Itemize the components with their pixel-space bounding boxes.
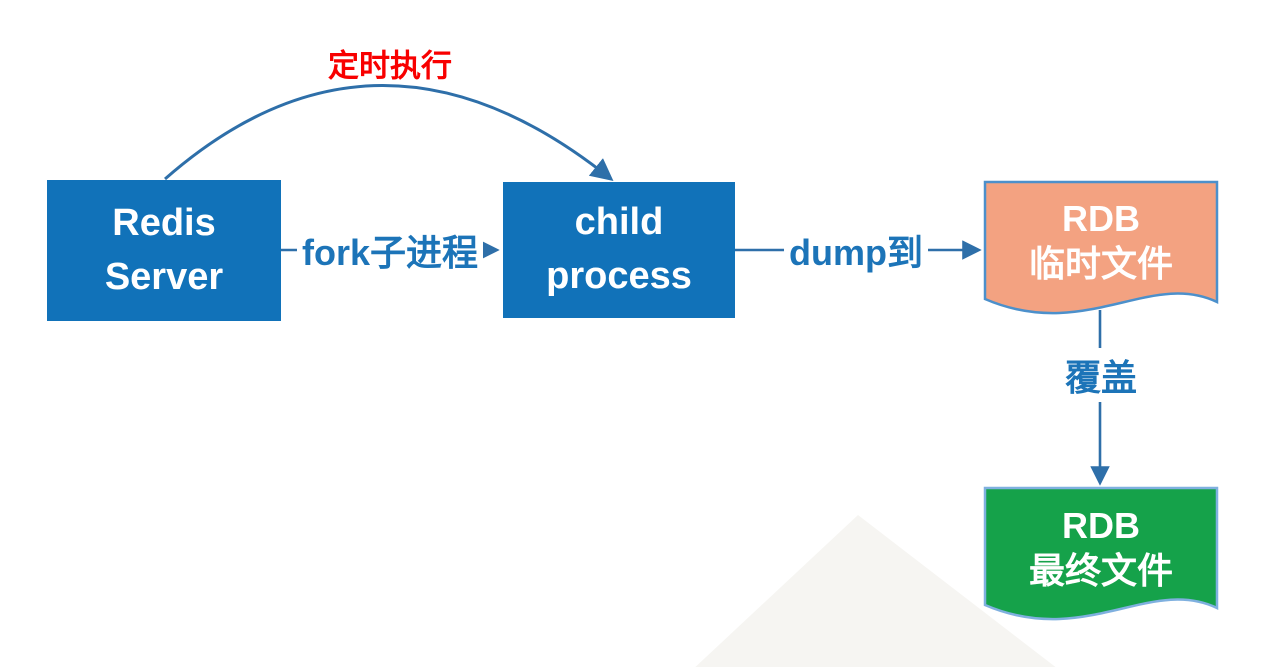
- node-rdb-temp-file-shape: [983, 180, 1219, 315]
- node-rdb-final-file-shape: [983, 486, 1219, 621]
- edge-scheduled-arc: [164, 84, 614, 181]
- background-shade: [695, 515, 1056, 667]
- node-redis-server-shape: [47, 180, 281, 321]
- node-child-process-shape: [503, 182, 735, 318]
